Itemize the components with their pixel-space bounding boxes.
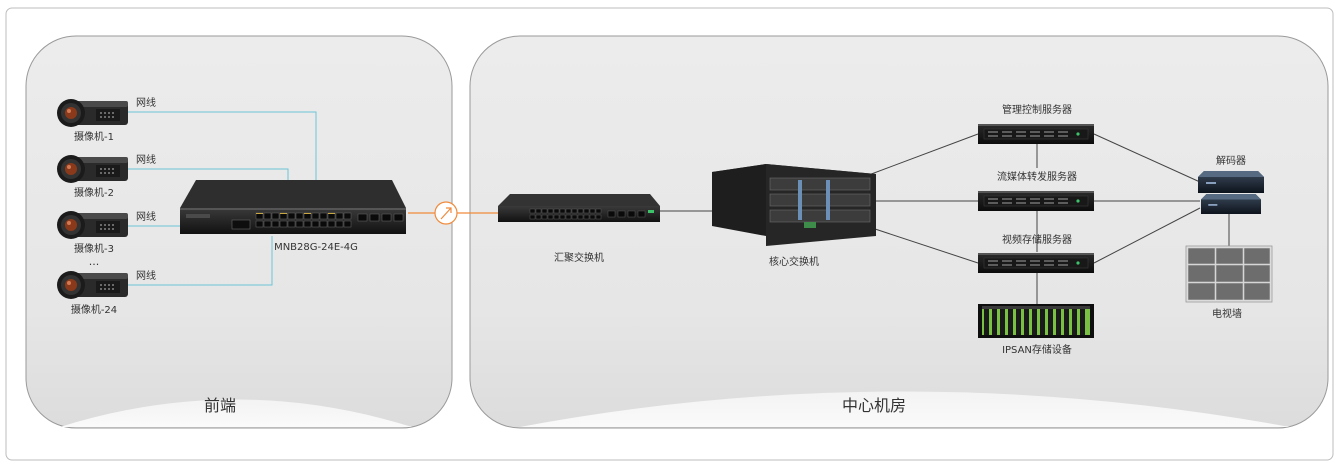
camera-label: 摄像机-1 [74,130,114,143]
cable-label: 网线 [136,210,156,223]
ipsan-storage: IPSAN存储设备 [978,304,1094,356]
server-icon [978,253,1094,273]
video-wall: 电视墙 [1185,245,1273,320]
aggregation-switch-label: 汇聚交换机 [554,251,604,264]
camera-label: 摄像机-24 [71,303,117,316]
core-switch-label: 核心交换机 [769,255,819,268]
camera-24: 网线 摄像机-24 [57,269,156,316]
decoder-label: 解码器 [1216,154,1246,167]
camera-icon [57,155,128,183]
cable-label: 网线 [136,269,156,282]
aggregation-switch: 汇聚交换机 [498,194,660,264]
management-server: 管理控制服务器 [978,103,1094,144]
server-icon [978,191,1094,211]
camera-1: 网线 摄像机-1 [57,96,156,143]
camera-ellipsis: ... [89,255,100,268]
storage-label: IPSAN存储设备 [1002,343,1072,356]
storage-server: 视频存储服务器 [978,233,1094,273]
access-switch-label: MNB28G-24E-4G [274,242,358,253]
decoder-icon [1198,171,1264,193]
access-switch: MNB28G-24E-4G [180,180,406,253]
camera-label: 摄像机-3 [74,242,114,255]
cable-label: 网线 [136,153,156,166]
camera-icon [57,99,128,127]
decoder-icon [1201,194,1261,214]
server-label: 视频存储服务器 [1002,233,1072,246]
camera-icon [57,271,128,299]
decoder: 解码器 [1198,154,1264,214]
front-zone-label: 前端 [204,396,236,415]
core-switch: 核心交换机 [712,164,876,268]
camera-3: 网线 摄像机-3 [57,210,156,255]
fiber-link [408,201,498,225]
trunk-links [660,133,1230,304]
cable-label: 网线 [136,96,156,109]
streaming-server: 流媒体转发服务器 [978,170,1094,211]
server-label: 管理控制服务器 [1002,103,1072,116]
camera-icon [57,211,128,239]
camera-links [118,111,317,286]
center-zone-label: 中心机房 [842,396,906,415]
center-zone: 中心机房 [469,35,1329,429]
video-wall-label: 电视墙 [1212,307,1242,320]
server-icon [978,124,1094,144]
server-label: 流媒体转发服务器 [997,170,1077,183]
camera-2: 网线 摄像机-2 [57,153,156,199]
camera-label: 摄像机-2 [74,186,114,199]
